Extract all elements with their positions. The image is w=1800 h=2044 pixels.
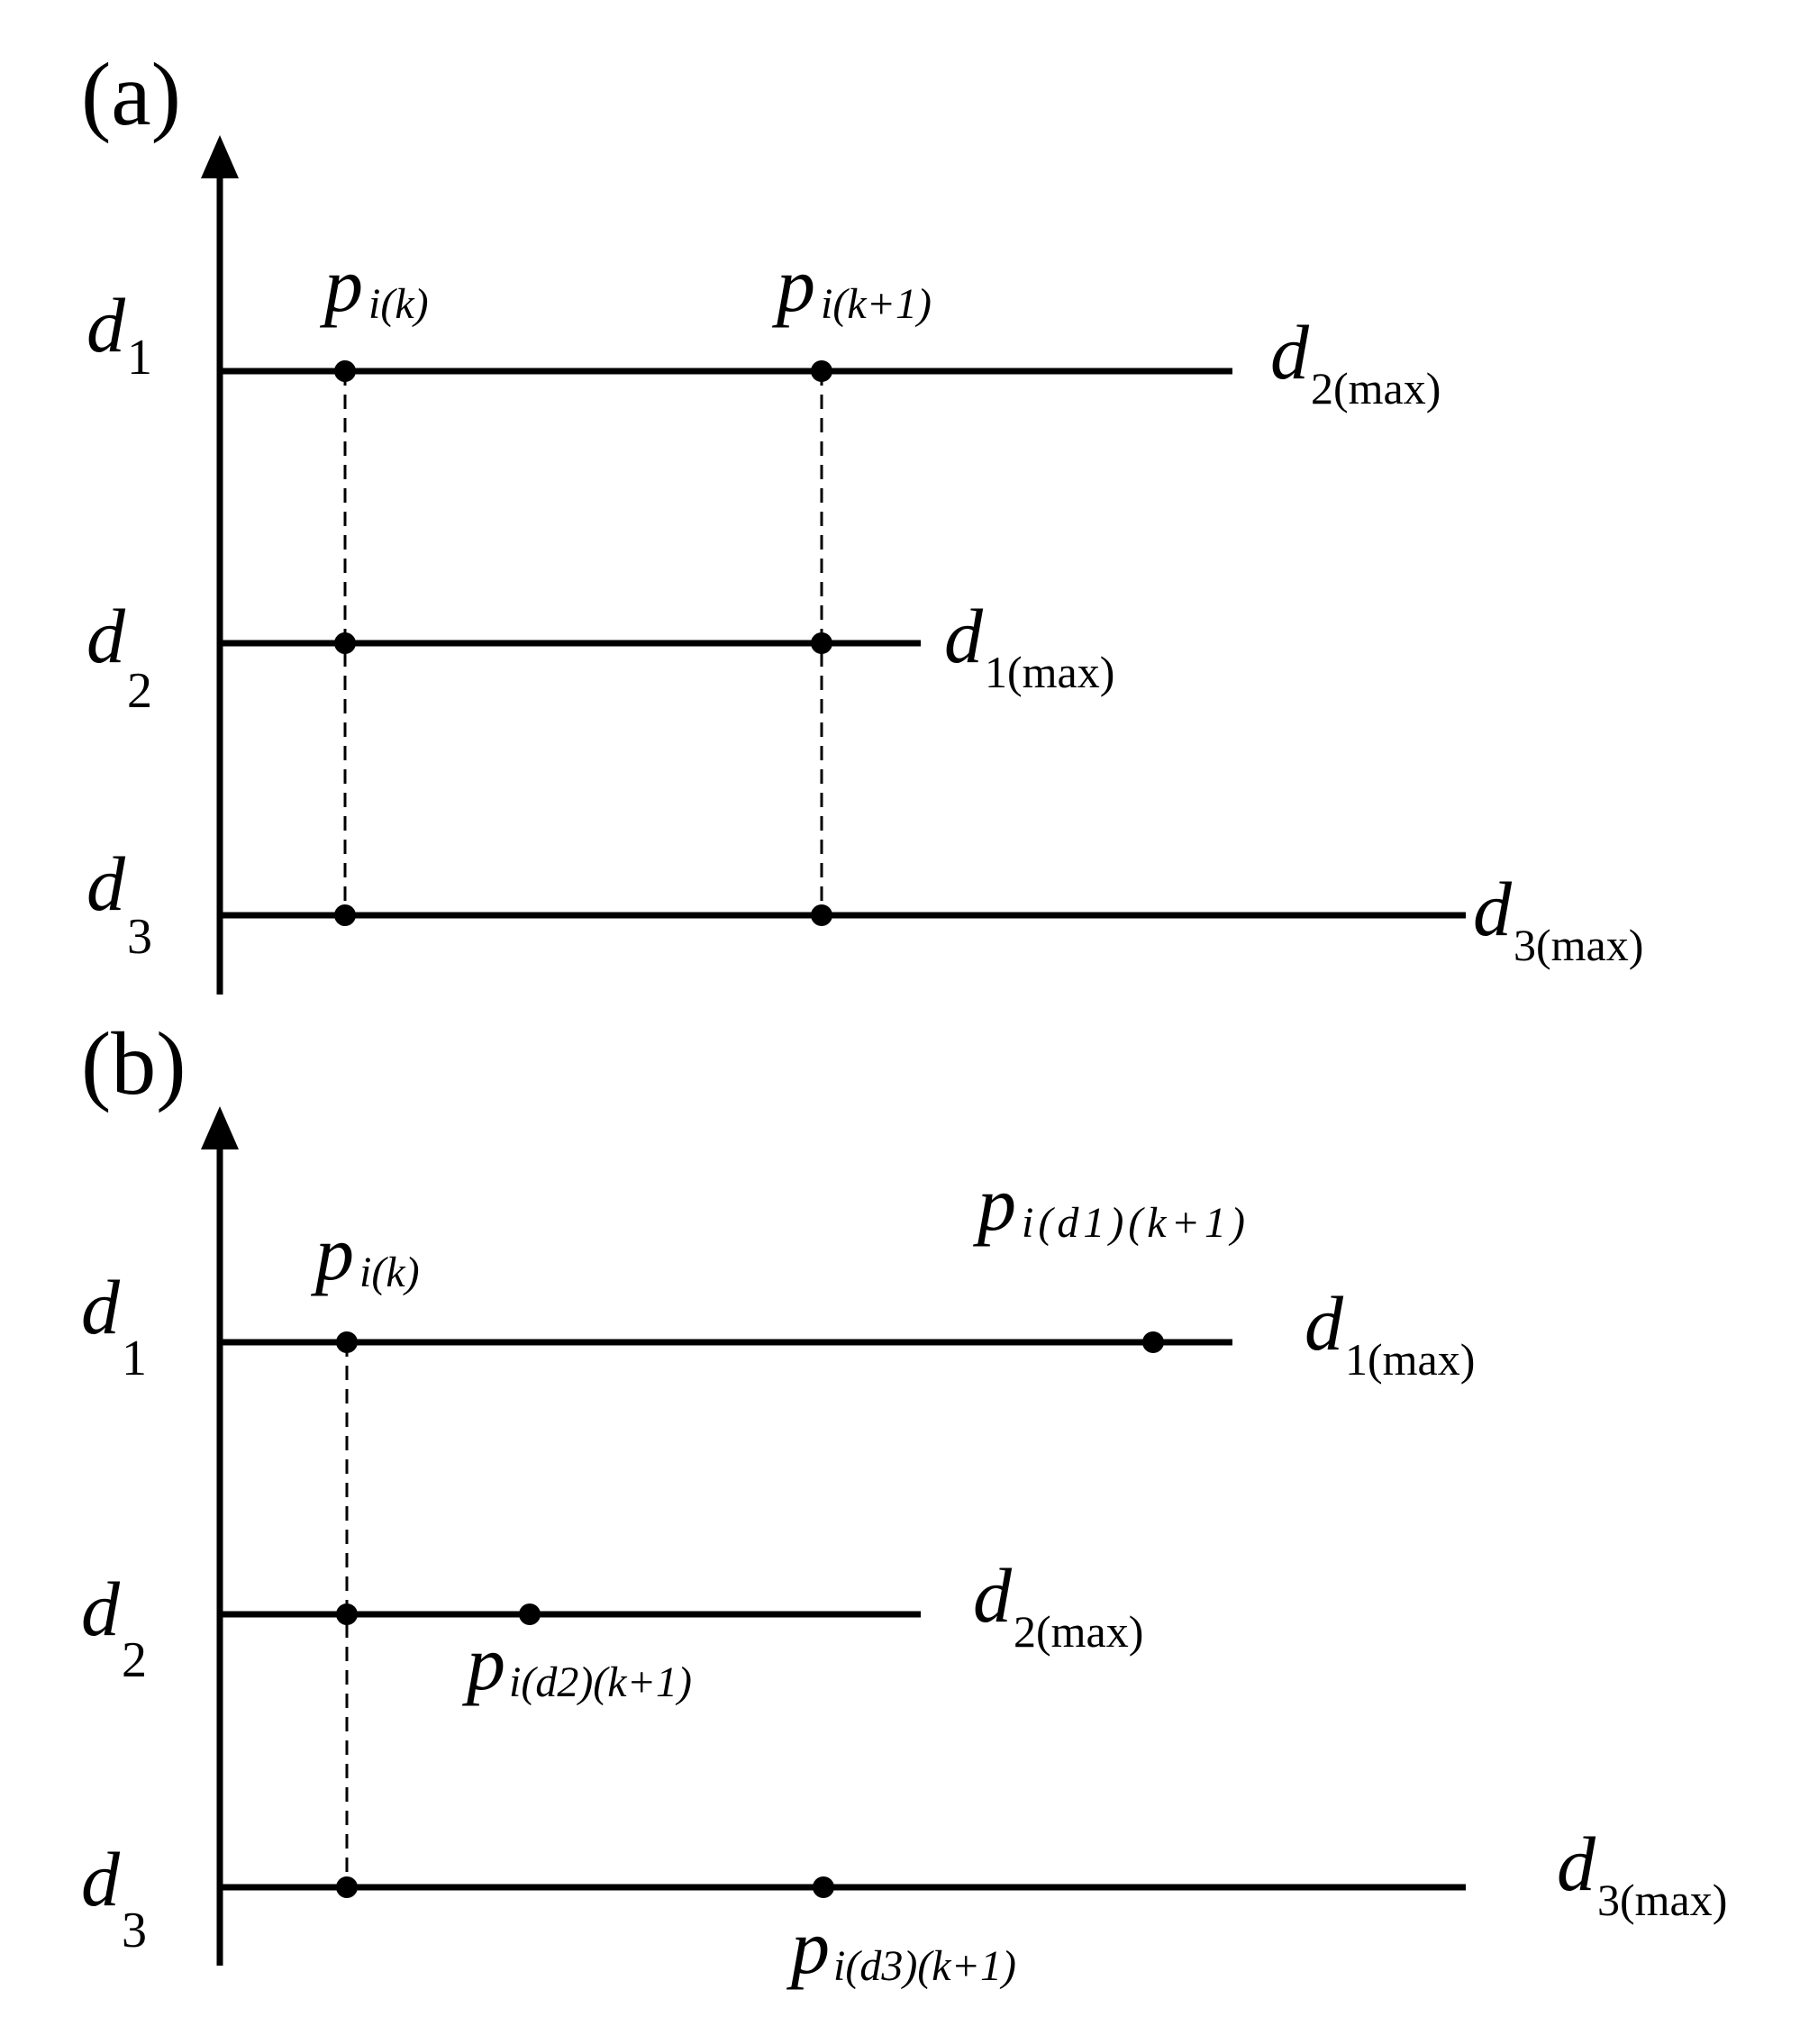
panel-a-row-label-d1: d1 (86, 282, 152, 386)
panel-b-end-label-d2: d2(max) (973, 1552, 1143, 1657)
panel-b-point-d1-pk1 (1142, 1331, 1164, 1353)
panel-a-point-d1-pk (334, 360, 356, 382)
panel-b-point-d2-pk1 (519, 1603, 541, 1625)
panel-b-point-d3-pk (336, 1876, 358, 1898)
panel-b-end-label-d1: d1(max) (1305, 1280, 1475, 1385)
panel-a-axis-arrow (201, 135, 239, 178)
panel-a-end-label-d3: d3(max) (1473, 866, 1643, 970)
panel-a-label: (a) (81, 44, 181, 144)
panel-b-point-label-pd3: pi(d3)(k+1) (786, 1903, 1016, 1990)
panel-b-point-d1-pk (336, 1331, 358, 1353)
panel-b-axis-arrow (201, 1106, 239, 1149)
panel-a-end-label-d1: d2(max) (1270, 309, 1441, 413)
panel-a-point-d3-pk (334, 904, 356, 926)
panel-a-row-label-d3: d3 (86, 840, 152, 965)
panel-a-point-d3-pk1 (811, 904, 832, 926)
panel-a-point-d2-pk (334, 632, 356, 654)
panel-b-row-label-d1: d1 (81, 1264, 147, 1386)
panel-b-point-d2-pk (336, 1603, 358, 1625)
panel-a-point-d1-pk1 (811, 360, 832, 382)
panel-b-label: (b) (81, 1013, 186, 1113)
panel-b-row-label-d2: d2 (81, 1566, 147, 1688)
panel-a-point-d2-pk1 (811, 632, 832, 654)
panel-b-end-label-d3: d3(max) (1557, 1821, 1727, 1925)
panel-b-point-label-pd2: pi(d2)(k+1) (461, 1620, 692, 1706)
panel-b-point-d3-pk1 (813, 1876, 834, 1898)
panel-a-end-label-d2: d1(max) (944, 593, 1114, 697)
panel-b-row-label-d3: d3 (81, 1836, 147, 1958)
panel-a-row-label-d2: d2 (86, 593, 152, 719)
